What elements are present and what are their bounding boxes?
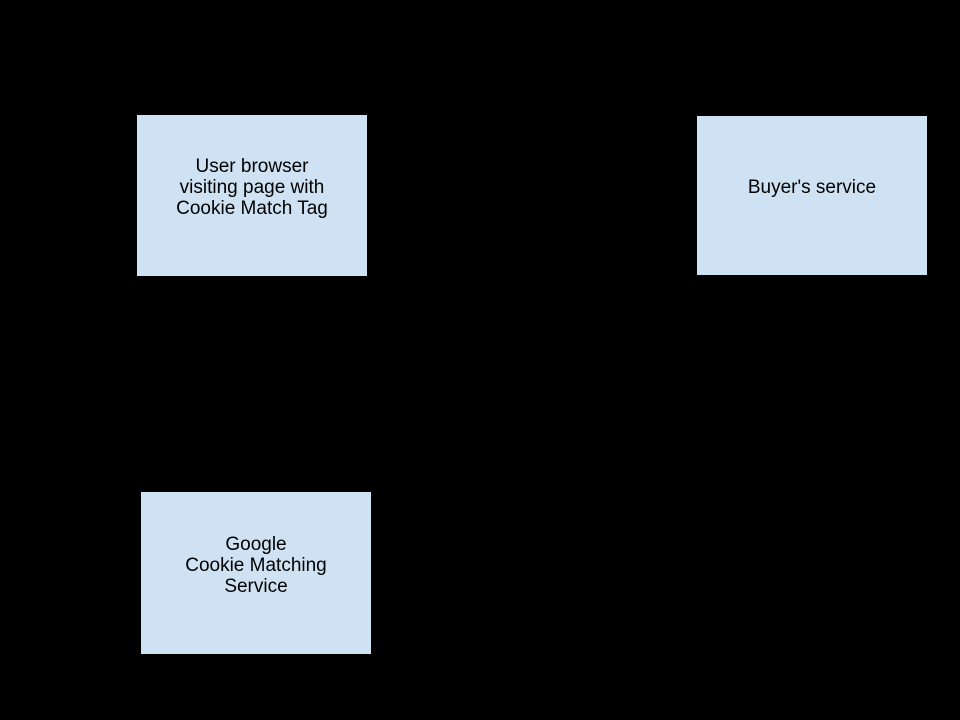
node-text-line: Buyer's service [747, 177, 877, 198]
node-user-browser: User browser visiting page with Cookie M… [136, 114, 368, 277]
node-google-cookie-matching-service-label: Google Cookie Matching Service [185, 534, 327, 597]
node-text-line: Google [225, 533, 287, 555]
node-buyers-service-label: Buyer's service [748, 177, 876, 198]
node-text-line: Service [224, 575, 288, 597]
node-google-cookie-matching-service: Google Cookie Matching Service [140, 491, 372, 655]
node-buyers-service: Buyer's service [696, 115, 928, 276]
node-text-line: Cookie Matching [185, 554, 327, 576]
node-user-browser-label: User browser visiting page with Cookie M… [176, 156, 328, 219]
node-text-line: visiting page with [179, 177, 325, 198]
node-text-line: User browser [195, 156, 309, 177]
node-text-line: Cookie Match Tag [176, 198, 328, 219]
